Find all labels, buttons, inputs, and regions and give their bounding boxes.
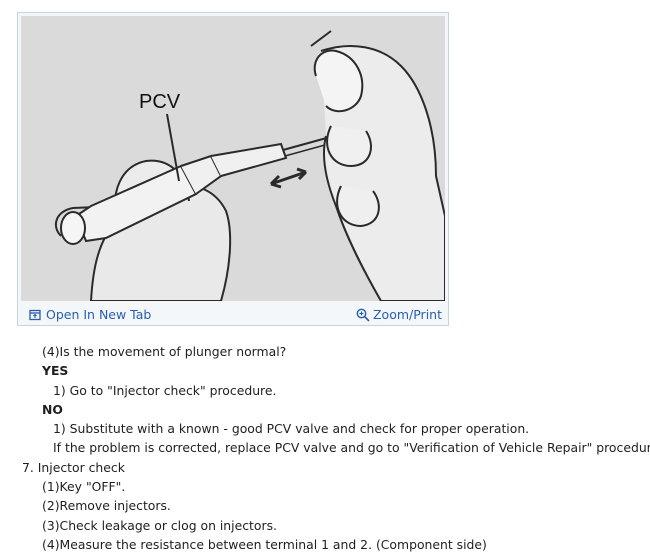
no-item-1: 1) Substitute with a known - good PCV va… (53, 421, 530, 437)
no-label: NO (42, 401, 63, 417)
zoom-icon (356, 308, 370, 322)
section-7-step-2: (2)Remove injectors. (42, 498, 171, 514)
section-7-step-4: (4)Measure the resistance between termin… (42, 536, 487, 552)
pcv-illustration[interactable]: PCV (21, 16, 445, 301)
step4-question: (4)Is the movement of plunger normal? (42, 344, 287, 359)
yes-item-1: 1) Go to "Injector check" procedure. (53, 382, 277, 398)
zoom-print-link[interactable]: Zoom/Print (356, 307, 442, 322)
figure-footer: Open In New Tab Zoom/Print (18, 302, 448, 326)
section-7-title: 7. Injector check (22, 459, 125, 475)
pcv-drawing: PCV (21, 16, 445, 301)
section-7-step-3: (3)Check leakage or clog on injectors. (42, 517, 277, 533)
procedure-text: (4)Is the movement of plunger normal? YE… (0, 342, 650, 554)
pcv-label: PCV (139, 91, 181, 113)
open-tab-icon (29, 309, 41, 321)
open-in-new-tab-label: Open In New Tab (46, 307, 152, 322)
section-7-step-1: (1)Key "OFF". (42, 479, 126, 495)
no-item-1-continued: If the problem is corrected, replace PCV… (53, 440, 650, 456)
yes-label: YES (42, 363, 69, 379)
zoom-print-label: Zoom/Print (372, 307, 442, 322)
open-in-new-tab-link[interactable]: Open In New Tab (29, 307, 151, 322)
figure-frame: PCV Open In New Tab (17, 12, 449, 326)
